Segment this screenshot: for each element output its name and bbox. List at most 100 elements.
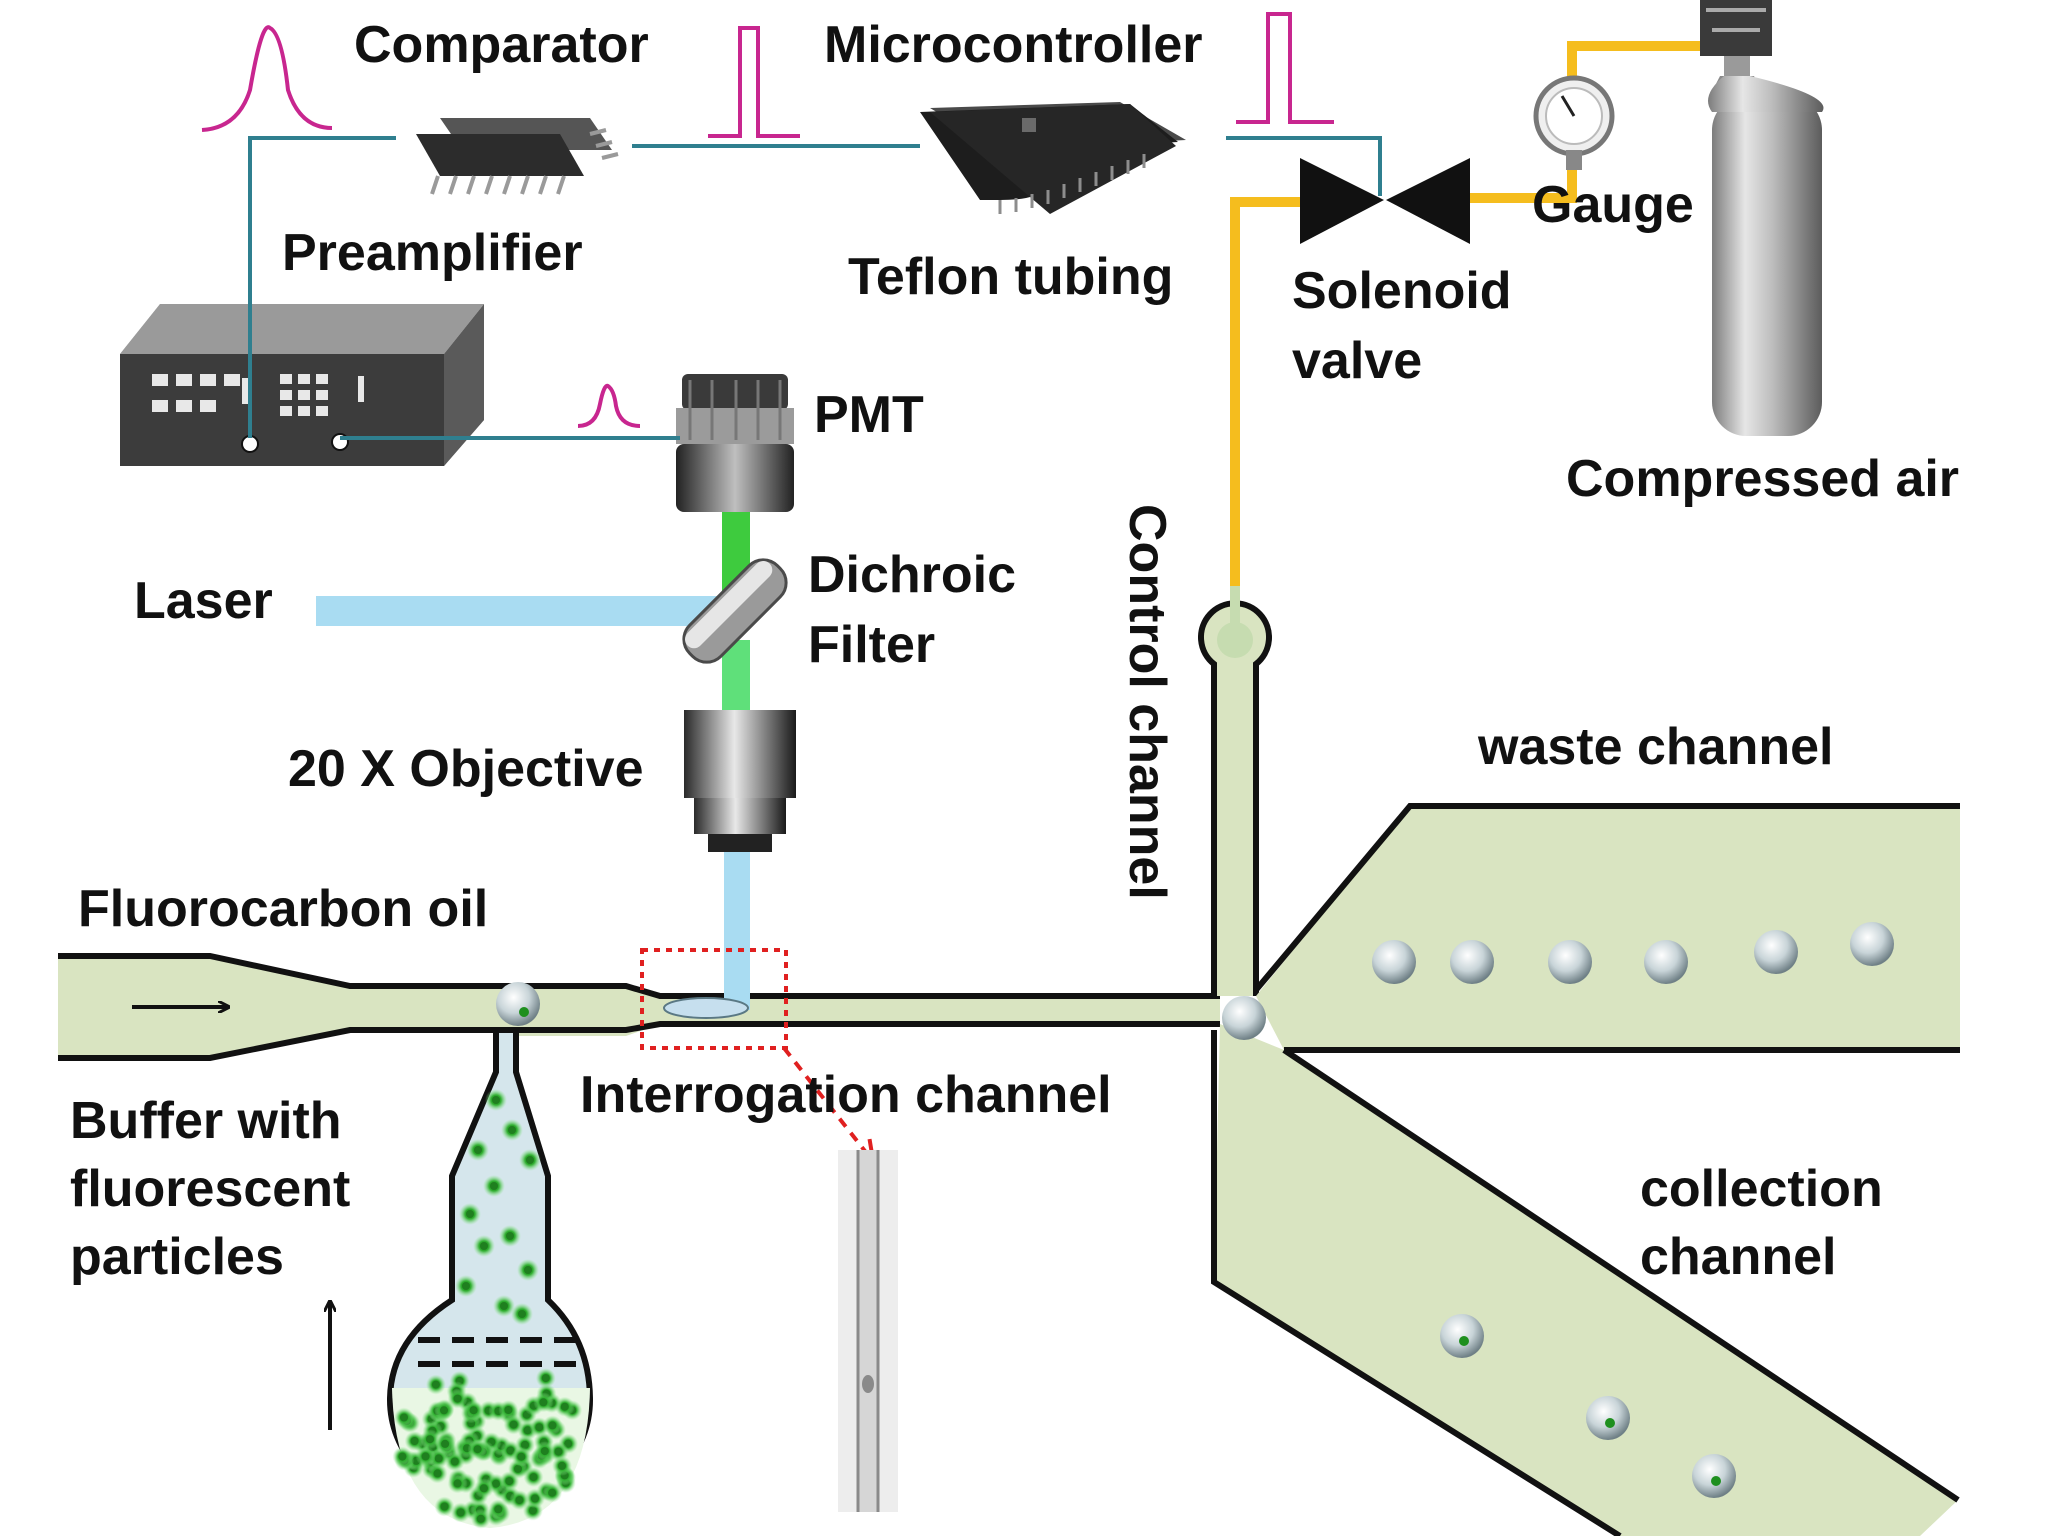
reservoir-particles	[392, 1089, 583, 1529]
pulse-pmt	[577, 383, 641, 428]
compressed-air-cylinder	[1700, 0, 1824, 436]
particle	[492, 1479, 500, 1488]
particle	[517, 1452, 526, 1461]
label-gauge: Gauge	[1532, 176, 1694, 234]
particle	[434, 1454, 443, 1463]
signal-wires	[248, 136, 1382, 440]
collection-droplet	[1692, 1454, 1736, 1498]
particle	[469, 1406, 478, 1415]
microscope-inset	[838, 1150, 898, 1512]
label-solenoid-valve-line2: valve	[1292, 332, 1422, 390]
label-buffer-line2: fluorescent	[70, 1160, 350, 1218]
collection-droplet	[1440, 1314, 1484, 1358]
pulse-preamplifier	[201, 25, 333, 132]
particle	[398, 1452, 407, 1461]
particle	[548, 1488, 557, 1497]
collection-droplets	[1440, 1314, 1736, 1498]
particle	[476, 1514, 485, 1523]
particle	[535, 1423, 544, 1432]
label-collection-channel-line2: channel	[1640, 1228, 1837, 1286]
particle	[518, 1310, 526, 1318]
microcontroller-chip	[920, 102, 1186, 214]
preamplifier-box	[120, 304, 484, 466]
particle	[480, 1242, 488, 1250]
pmt-detector	[676, 374, 794, 512]
particle	[505, 1477, 514, 1486]
pulse-microcontroller	[1236, 12, 1334, 124]
particle	[431, 1380, 440, 1389]
particle	[526, 1156, 534, 1164]
particle	[494, 1505, 503, 1514]
label-interrogation-channel: Interrogation channel	[580, 1066, 1112, 1124]
detected-droplet	[663, 997, 749, 1019]
particle	[453, 1394, 462, 1403]
particle	[466, 1210, 474, 1218]
label-dichroic-filter-line1: Dichroic	[808, 546, 1016, 604]
droplet-at-sort-junction	[1222, 996, 1266, 1040]
label-comparator: Comparator	[354, 16, 649, 74]
label-buffer-line1: Buffer with	[70, 1092, 342, 1150]
particle	[515, 1496, 524, 1505]
particle	[548, 1421, 557, 1430]
collection-channel	[1211, 1024, 1960, 1536]
label-preamplifier: Preamplifier	[282, 224, 583, 282]
waste-droplet	[1644, 940, 1688, 984]
particle	[473, 1445, 482, 1454]
label-buffer-line3: particles	[70, 1228, 284, 1286]
particle	[529, 1473, 538, 1482]
particle	[462, 1282, 470, 1290]
droplet-at-junction	[496, 982, 540, 1026]
particle	[509, 1420, 518, 1429]
particle	[456, 1508, 465, 1517]
particle	[441, 1439, 450, 1448]
pulse-comparator	[708, 26, 800, 138]
label-solenoid-valve-line1: Solenoid	[1292, 262, 1512, 320]
label-waste-channel: waste channel	[1477, 718, 1833, 776]
label-laser: Laser	[134, 572, 273, 630]
label-control-channel: Control channel	[1118, 504, 1176, 900]
label-teflon-tubing: Teflon tubing	[848, 248, 1173, 306]
particle	[539, 1398, 548, 1407]
waste-droplet	[1372, 940, 1416, 984]
laser-beam	[316, 596, 728, 626]
particle	[426, 1435, 434, 1444]
particle	[508, 1126, 516, 1134]
objective-lens	[684, 710, 796, 852]
control-channel	[1198, 600, 1272, 996]
collection-droplet-particle	[1459, 1336, 1469, 1346]
particle	[524, 1266, 532, 1274]
label-dichroic-filter-line2: Filter	[808, 616, 935, 674]
detection-zoom	[640, 948, 898, 1512]
signal-pulses	[201, 12, 1334, 428]
particle	[440, 1502, 449, 1511]
particle	[490, 1182, 498, 1190]
label-objective: 20 X Objective	[288, 740, 644, 798]
particle	[500, 1302, 508, 1310]
particle	[474, 1146, 482, 1154]
inlet-oil-channel	[58, 953, 1220, 1061]
particle	[531, 1494, 539, 1503]
label-fluorocarbon-oil: Fluorocarbon oil	[78, 880, 488, 938]
particle	[410, 1437, 419, 1445]
label-microcontroller: Microcontroller	[824, 16, 1203, 74]
particle	[528, 1506, 537, 1515]
collection-droplet-particle	[1711, 1476, 1721, 1486]
label-compressed-air: Compressed air	[1566, 450, 1959, 508]
particle	[558, 1461, 566, 1470]
waste-droplet	[1850, 922, 1894, 966]
particle	[504, 1406, 513, 1414]
detection-box	[640, 948, 788, 1050]
particle	[400, 1413, 408, 1422]
waste-channel	[1253, 803, 1960, 1053]
waste-droplet	[1548, 940, 1592, 984]
particle	[541, 1374, 550, 1383]
label-pmt: PMT	[814, 386, 924, 444]
particle	[540, 1447, 549, 1456]
particle	[450, 1457, 459, 1466]
particle	[479, 1484, 488, 1493]
particle	[453, 1479, 462, 1488]
collection-droplet	[1586, 1396, 1630, 1440]
zoom-arrow	[782, 1046, 872, 1160]
particle	[554, 1447, 563, 1456]
